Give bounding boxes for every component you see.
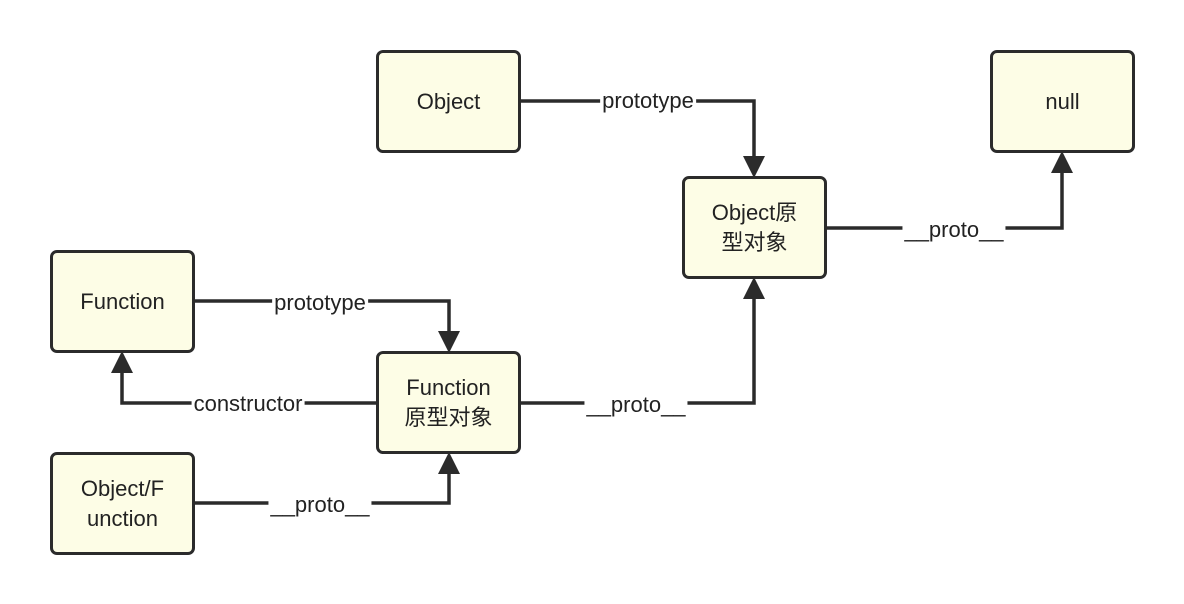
node-function-prototype: Function 原型对象	[376, 351, 521, 454]
node-object: Object	[376, 50, 521, 153]
edge-label-function-prototype: prototype	[272, 290, 368, 316]
node-object-prototype: Object原 型对象	[682, 176, 827, 279]
edge-label-function-proto-object-proto: __proto__	[584, 392, 688, 418]
node-null: null	[990, 50, 1135, 153]
node-function: Function	[50, 250, 195, 353]
edge-function-proto-object-proto	[521, 277, 765, 405]
edge-object-prototype	[521, 99, 765, 178]
edge-label-constructor: constructor	[191, 391, 305, 417]
edge-label-object-prototype: prototype	[600, 88, 696, 114]
edge-label-object-proto-null: __proto__	[902, 217, 1006, 243]
edge-label-instance-proto: __proto__	[268, 492, 372, 518]
node-object-function-instance: Object/F unction	[50, 452, 195, 555]
